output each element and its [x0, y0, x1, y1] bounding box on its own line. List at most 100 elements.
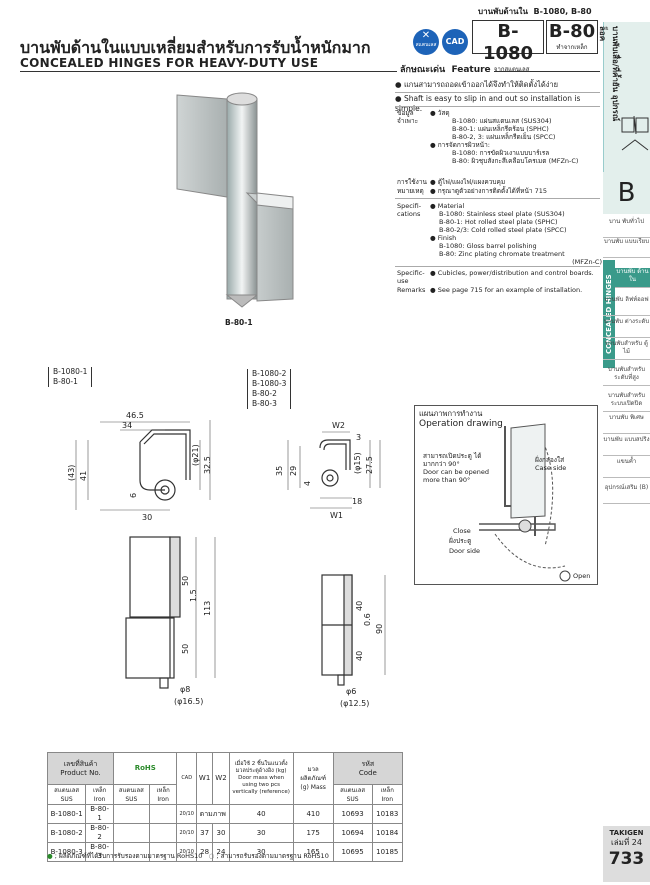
model-1-sub: ทำจากสแตนเลส — [486, 66, 530, 73]
table-cell: 410 — [292, 804, 334, 824]
dim-label: 27.5 — [365, 456, 374, 474]
dim-label: 4 — [303, 481, 312, 486]
model-2-sub: ทำจากเหล็ก — [556, 44, 588, 51]
dim-label: φ8 — [180, 685, 190, 694]
table-cell: 10184 — [371, 823, 403, 843]
table-cell: 40 — [228, 804, 294, 824]
table-cell — [148, 804, 178, 824]
operation-title-th: แผนภาพการทำงาน — [419, 409, 483, 418]
table-cell — [113, 842, 150, 862]
dim-label: 50 — [181, 576, 190, 586]
table-cell — [113, 823, 150, 843]
operation-open-label: Open — [573, 572, 591, 580]
sidebar-tab[interactable]: บานพับ ต่างระดับ — [603, 318, 650, 338]
sidebar-top-block: บานพับเสื่อ/ที่ค้ำยัน อุปกรณ์ล็อค — [598, 22, 650, 182]
table-cell: 20/10 — [176, 804, 197, 824]
table-cell: 30 — [212, 823, 230, 843]
sidebar-letter: B — [603, 172, 650, 214]
table-cell: 10694 — [332, 823, 373, 843]
category-line: บานพับด้านใน B-1080, B-80 — [478, 5, 592, 18]
sidebar-tab[interactable]: บานพับ แบบสปริง — [603, 436, 650, 456]
operation-door-en: Door side — [449, 547, 481, 555]
dim-label: W1 — [330, 511, 343, 520]
specs-th-body: ● วัสดุ B-1080: แผ่นสแตนเลส (SUS304) B-8… — [430, 109, 579, 165]
specs-th-label: ข้อมูลจำเพาะ — [397, 109, 419, 125]
table-cell: B-1080-3 — [46, 842, 87, 862]
volume-label: เล่มที่ 24 — [611, 838, 642, 847]
dim-label: 18 — [352, 497, 362, 506]
feature-heading: ลักษณะเด่น Feature — [397, 62, 494, 76]
page-title-th: บานพับด้านในแบบเหลี่ยมสำหรับการรับน้ำหนั… — [20, 38, 371, 57]
sidebar-tab[interactable]: บาน พับทั่วไป — [603, 218, 650, 238]
dim-label: 41 — [79, 471, 88, 481]
model-box-2: B-80 ทำจากเหล็ก — [546, 20, 598, 54]
dim-label: 34 — [122, 421, 132, 430]
dim-label: 40 — [355, 601, 364, 611]
sidebar-tab[interactable]: บานพับสำหรับ ตู้ไม้ — [603, 340, 650, 360]
dim-label: φ6 — [346, 687, 356, 696]
sidebar-tab[interactable]: แขนค้ำ — [603, 458, 650, 478]
table-cell: 24 — [212, 842, 230, 862]
table-cell: 175 — [292, 823, 334, 843]
operation-close: Close — [453, 527, 471, 535]
table-cell: 37 — [195, 823, 214, 843]
page-title-en: CONCEALED HINGES FOR HEAVY-DUTY USE — [20, 56, 319, 70]
divider — [395, 92, 600, 93]
page-corner: TAKIGEN เล่มที่ 24 733 — [603, 826, 650, 882]
table-cell: 30 — [228, 823, 294, 843]
footnotes: ● ; ผลิตภัณฑ์ที่ได้รับการรับรองตามมาตรฐา… — [47, 852, 329, 860]
feature-en: ● Shaft is easy to slip in and out so in… — [395, 94, 581, 113]
category-th: บานพับด้านใน — [478, 7, 528, 16]
table-cell: B-80-1 — [85, 804, 114, 824]
sidebar-tab[interactable]: บานพับ พิเศษ — [603, 414, 650, 434]
dim-label: 32.5 — [203, 456, 212, 474]
table-cell: 20/10 — [176, 823, 197, 843]
category-models: B-1080, B-80 — [533, 7, 592, 16]
model-box-1: B-1080 ทำจากสแตนเลส — [472, 20, 544, 73]
operation-case-side: ฝั่งกล่องใส่Case side — [535, 456, 567, 472]
cad-badge: CAD — [442, 29, 468, 55]
sidebar-tab[interactable]: บานพับ ด้านใน — [615, 268, 650, 288]
product-image — [176, 92, 294, 308]
sidebar-vertical-label: CONCEALED HINGES — [603, 260, 615, 368]
sidebar-tab[interactable]: บานพับสำหรับ ระดับที่สูง — [603, 366, 650, 386]
brand-logo: TAKIGEN — [609, 829, 644, 837]
feature-th: ● แกนสามารถถอดเข้าออกได้จึงทำให้ติดตั้งไ… — [395, 80, 558, 89]
divider — [395, 198, 600, 199]
dim-label: (φ16.5) — [174, 697, 203, 706]
hinge-icon — [621, 115, 649, 151]
dim-label: W2 — [332, 421, 345, 430]
product-image-label: B-80-1 — [225, 318, 253, 327]
table-cell — [113, 804, 150, 824]
specs-th-use: การใช้งาน● ตู้ไฟ/แผงไฟ/แผงควบคุม — [397, 178, 506, 186]
dim-label: 40 — [355, 651, 364, 661]
left-drawing: 46.5 34 (43) 41 (φ21) 32.5 6 30 50 1.5 1… — [67, 411, 216, 706]
dim-label: (φ21) — [191, 444, 200, 466]
stainless-badge: ✕ สแตนเลส — [413, 29, 439, 55]
table-cell: ตามภาพ — [195, 804, 230, 824]
table-cell: B-1080-2 — [46, 823, 87, 843]
dim-label: (φ15) — [353, 452, 362, 474]
dim-label: 50 — [181, 644, 190, 654]
table-cell: B-1080-1 — [46, 804, 87, 824]
table-cell: 10183 — [371, 804, 403, 824]
sidebar-tab[interactable]: อุปกรณ์เสริม (B) — [603, 484, 650, 504]
operation-door-th: ฝั่งประตู — [449, 537, 472, 545]
operation-diagram — [479, 423, 571, 582]
model-2: B-80 — [548, 21, 596, 42]
dim-label: 113 — [203, 601, 212, 616]
dim-label: 46.5 — [126, 411, 144, 420]
sidebar-tab[interactable]: บานพับ ลิฟท์ออฟ — [603, 296, 650, 316]
table-cell: 165 — [292, 842, 334, 862]
page-number: 733 — [608, 849, 645, 869]
table-cell: B-80-2 — [85, 823, 114, 843]
specs-en-body: ● Material B-1080: Stainless steel plate… — [430, 202, 602, 266]
sidebar-tab[interactable]: บานพับสำหรับ ระบบเปิดปิด — [603, 392, 650, 412]
sidebar-tab[interactable]: บานพับ แบบเรียบ — [603, 238, 650, 258]
model-1: B-1080 — [482, 21, 534, 64]
